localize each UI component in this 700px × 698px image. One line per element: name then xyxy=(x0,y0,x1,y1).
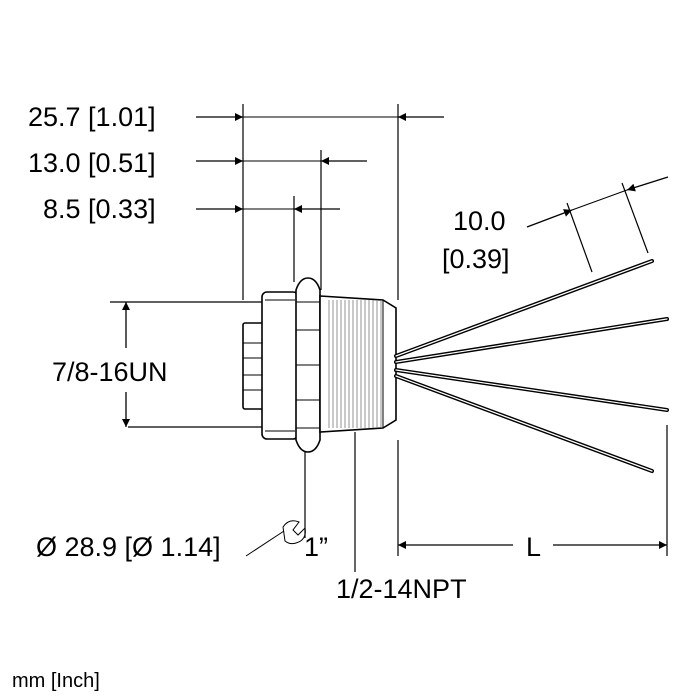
units-label: mm [Inch] xyxy=(12,670,100,692)
dim-strip-inch: [0.39] xyxy=(442,244,510,274)
dim-overall-lines xyxy=(196,104,444,300)
dim-thread-lines xyxy=(110,301,262,428)
dim-strip-value: 10.0 xyxy=(453,206,506,236)
length-label: L xyxy=(526,532,541,562)
thread-label: 7/8-16UN xyxy=(52,357,168,387)
diameter-label: Ø 28.9 [Ø 1.14] xyxy=(36,532,221,562)
connector-body xyxy=(242,277,397,453)
wrench-size-label: 1” xyxy=(304,532,328,562)
dim-short-label: 8.5 [0.33] xyxy=(43,194,156,224)
wrench-icon xyxy=(245,520,306,557)
wire-leads xyxy=(394,259,669,473)
npt-label: 1/2-14NPT xyxy=(336,574,467,604)
dim-mid-label: 13.0 [0.51] xyxy=(28,148,156,178)
dim-strip-lines xyxy=(526,176,669,273)
dim-short-lines xyxy=(196,196,340,282)
leader-lines xyxy=(304,432,356,572)
dim-mid-lines xyxy=(196,150,367,290)
dim-length-lines xyxy=(397,425,668,556)
dim-overall-label: 25.7 [1.01] xyxy=(28,102,156,132)
